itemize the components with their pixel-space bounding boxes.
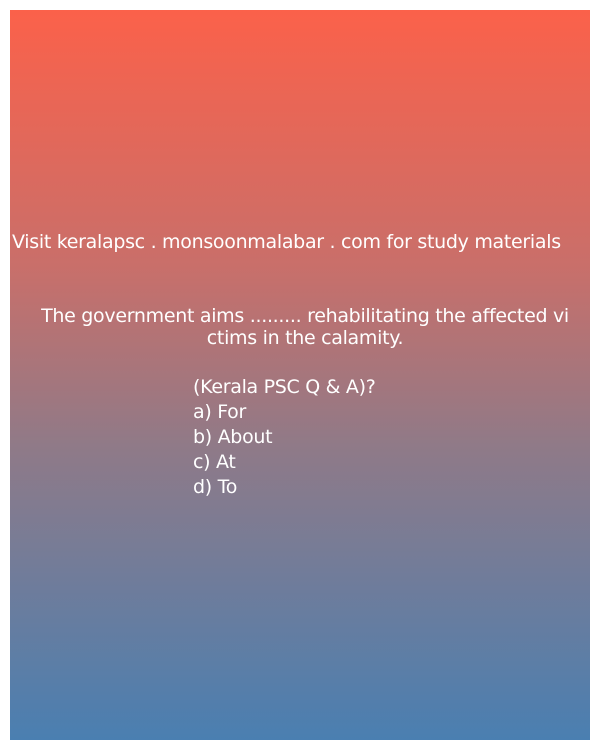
promo-text: Visit keralapsc . monsoonmalabar . com f… [12,231,561,253]
answer-block: (Kerala PSC Q & A)? a) For b) About c) A… [193,375,573,500]
option-c: c) At [193,451,236,473]
question-card: Visit keralapsc . monsoonmalabar . com f… [10,10,590,740]
question-line-1: The government aims ......... rehabilita… [41,305,569,327]
option-a: a) For [193,401,246,423]
option-d: d) To [193,476,238,498]
question-line-2: ctims in the calamity. [206,327,404,349]
question-text: The government aims ......... rehabilita… [22,305,588,349]
question-source: (Kerala PSC Q & A)? [193,376,376,398]
option-b: b) About [193,426,273,448]
